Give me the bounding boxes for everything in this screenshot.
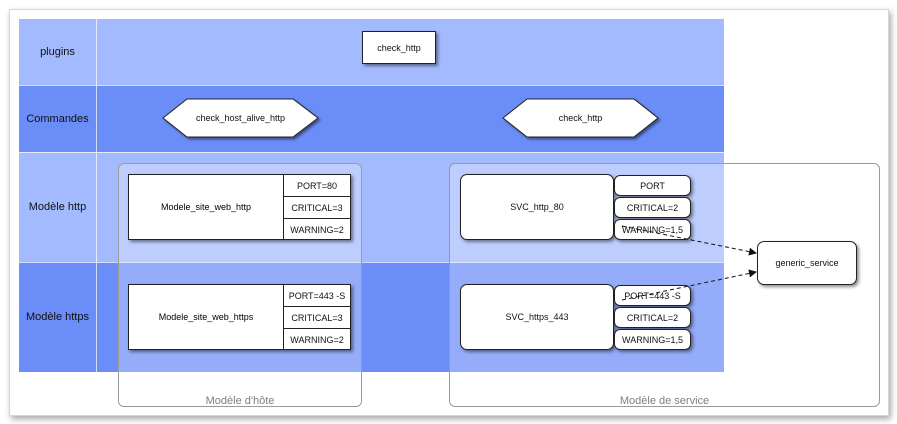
host-template-http-name: Modele_site_web_http [129, 175, 284, 239]
host-template-http[interactable]: Modele_site_web_http PORT=80 CRITICAL=3 … [128, 174, 351, 240]
command-service-hexagon[interactable] [502, 98, 659, 138]
service-http-attr-critical: CRITICAL=2 [614, 197, 691, 218]
service-template-http[interactable]: SVC_http_80 [460, 174, 614, 240]
arrow-https-to-generic [621, 269, 757, 301]
arrow-http-to-generic [621, 225, 757, 256]
generic-service[interactable]: generic_service [757, 241, 857, 285]
host-https-attr-critical: CRITICAL=3 [284, 307, 350, 329]
host-template-https-name: Modele_site_web_https [129, 285, 284, 349]
service-http-attr-port: PORT [614, 175, 691, 196]
command-service-label: check_http [558, 113, 603, 123]
service-http-attr-warning: WARNING=1,5 [614, 219, 691, 240]
host-https-attr-port: PORT=443 -S [284, 285, 350, 307]
service-template-https[interactable]: SVC_https_443 [460, 284, 614, 350]
band-separator [19, 152, 724, 153]
band-separator [19, 85, 724, 86]
service-https-attr-port: PORT=443 -S [614, 285, 691, 306]
plugin-check-http[interactable]: check_http [362, 31, 436, 64]
band-separator [19, 262, 724, 263]
host-template-https-attrs: PORT=443 -S CRITICAL=3 WARNING=2 [284, 285, 350, 349]
host-model-group-label: Modèle d'hôte [205, 395, 275, 407]
command-host-label: check_host_alive_http [195, 113, 286, 123]
host-template-https[interactable]: Modele_site_web_https PORT=443 -S CRITIC… [128, 284, 351, 350]
service-https-attr-warning: WARNING=1,5 [614, 329, 691, 350]
host-https-attr-warning: WARNING=2 [290, 335, 344, 345]
row-header-modele-http: Modèle http [19, 152, 97, 262]
row-header-plugins: plugins [19, 19, 97, 85]
host-http-attr-warning: WARNING=2 [290, 225, 344, 235]
row-header-modele-https: Modèle https [19, 262, 97, 372]
host-http-attr-critical: CRITICAL=3 [284, 197, 350, 219]
command-host-hexagon[interactable] [162, 98, 319, 138]
host-template-http-attrs: PORT=80 CRITICAL=3 WARNING=2 [284, 175, 350, 239]
row-header-commandes: Commandes [19, 85, 97, 152]
service-model-group-label: Modèle de service [619, 395, 710, 407]
host-http-attr-port: PORT=80 [284, 175, 350, 197]
service-https-attr-critical: CRITICAL=2 [614, 307, 691, 328]
